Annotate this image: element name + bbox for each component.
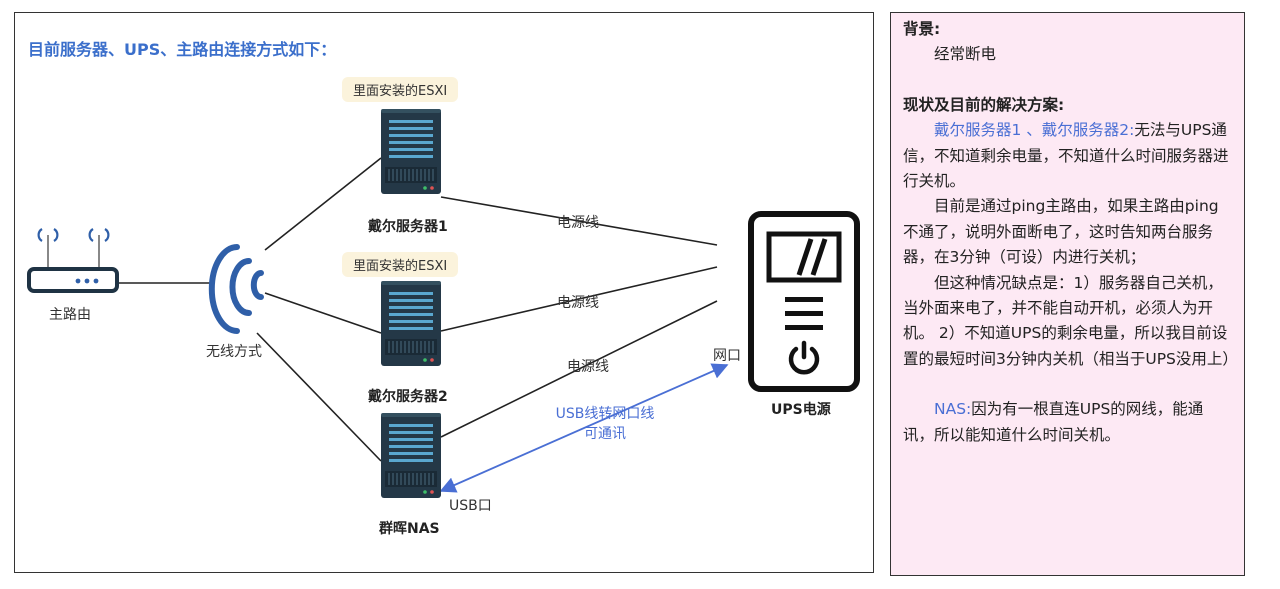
dell1-power-line <box>440 196 718 246</box>
dell-server-1-tag: 里面安装的ESXI <box>342 77 459 102</box>
dell-text: 无法与UPS通信，不知道剩余电量，不知道什么时间服务器进行关机。 <box>903 121 1229 191</box>
background-text: 经常断电 <box>934 45 997 64</box>
diagram-panel: 目前服务器、UPS、主路由连接方式如下： 主路由 无线方式 里面安装的ESXI … <box>14 12 874 573</box>
dell-server-1-label: 戴尔服务器1 <box>368 219 448 235</box>
ups-label: UPS电源 <box>771 402 831 418</box>
usb-to-network-arrow <box>439 363 729 493</box>
background-heading: 背景: <box>903 20 941 38</box>
synology-nas-icon <box>380 412 442 499</box>
wireless-to-dell1-line <box>264 157 382 251</box>
drawback-paragraph: 但这种情况缺点是：1）服务器自己关机，当外面来电了，并不能自动开机，必须人为开机… <box>903 273 1238 368</box>
topology-diagram <box>27 108 860 499</box>
router-label: 主路由 <box>49 307 91 323</box>
router-icon <box>27 228 119 293</box>
ping-paragraph: 目前是通过ping主路由，如果主路由ping不通了，说明外面断电了，这时告知两台… <box>903 197 1219 267</box>
status-heading: 现状及目前的解决方案: <box>903 95 1065 114</box>
dell-server-1-icon <box>380 108 442 195</box>
dell-highlight: 戴尔服务器1 、戴尔服务器2: <box>934 121 1135 140</box>
notes-panel: 背景: 经常断电 现状及目前的解决方案: 戴尔服务器1 、戴尔服务器2:无法与U… <box>890 12 1245 576</box>
network-port-label: 网口 <box>713 348 741 364</box>
dell-server-2-label: 戴尔服务器2 <box>368 389 448 405</box>
wireless-icon <box>208 244 264 334</box>
synology-nas-label: 群晖NAS <box>379 521 440 537</box>
wireless-to-nas-line <box>256 332 382 462</box>
nas-text: 因为有一根直连UPS的网线，能通讯，所以能知道什么时间关机。 <box>903 400 1204 444</box>
ups-icon <box>748 211 860 392</box>
dell-server-2-icon <box>380 280 442 367</box>
wireless-to-dell2-line <box>264 292 382 334</box>
usb-port-label: USB口 <box>449 498 492 514</box>
usb-link-label-line2: 可通讯 <box>584 426 626 442</box>
nas-highlight: NAS: <box>934 400 972 419</box>
power-cable-label-3: 电源线 <box>567 359 609 375</box>
dell-server-2-tag: 里面安装的ESXI <box>342 252 459 277</box>
diagram-title: 目前服务器、UPS、主路由连接方式如下： <box>28 40 337 59</box>
dell-paragraph: 戴尔服务器1 、戴尔服务器2:无法与UPS通信，不知道剩余电量，不知道什么时间服… <box>903 118 1234 194</box>
dell2-power-line <box>440 266 718 332</box>
power-cable-label-2: 电源线 <box>557 295 599 311</box>
power-cable-label-1: 电源线 <box>557 215 599 231</box>
nas-paragraph: NAS:因为有一根直连UPS的网线，能通讯，所以能知道什么时间关机。 <box>903 397 1234 448</box>
usb-link-label-line1: USB线转网口线 <box>555 406 655 422</box>
wireless-label: 无线方式 <box>206 344 262 360</box>
usb-link-label: USB线转网口线 可通讯 <box>551 403 659 443</box>
